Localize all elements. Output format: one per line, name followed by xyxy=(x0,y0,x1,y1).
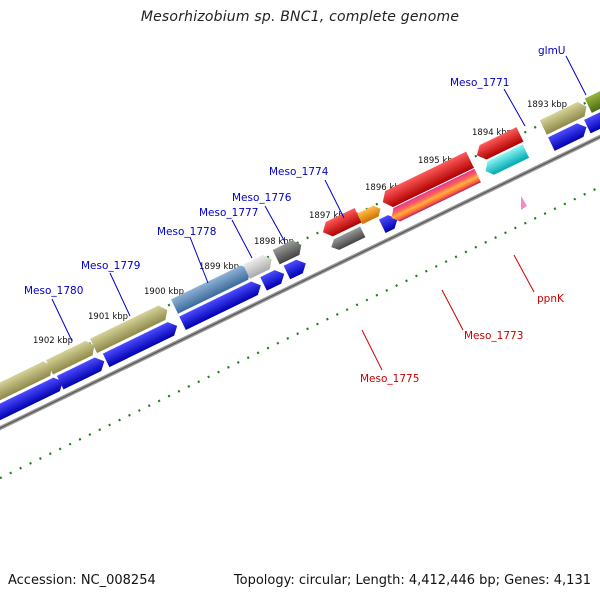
gene-bar[interactable] xyxy=(319,208,362,239)
cds-arrow[interactable] xyxy=(179,278,264,330)
accession-label: Accession: NC_008254 xyxy=(8,573,156,588)
gene-label-meso-1775[interactable]: Meso_1775 xyxy=(360,373,419,385)
cds-arrow[interactable] xyxy=(283,257,309,280)
kbp-tick: 1901 kbp xyxy=(88,312,128,322)
gene-bar[interactable] xyxy=(45,338,98,375)
gene-bar[interactable] xyxy=(482,144,530,177)
ppnk-feature[interactable] xyxy=(521,196,527,210)
cds-arrow[interactable] xyxy=(56,354,108,390)
gene-bar[interactable] xyxy=(242,252,275,279)
gene-bar[interactable] xyxy=(90,303,171,354)
kbp-tick: 1899 kbp xyxy=(199,262,239,272)
cds-arrow[interactable] xyxy=(584,99,600,134)
cds-arrow[interactable] xyxy=(102,319,181,368)
kbp-tick: 1897 kbp xyxy=(309,211,349,221)
gene-label-meso-1774[interactable]: Meso_1774 xyxy=(269,166,329,178)
gene-bar[interactable] xyxy=(379,151,474,211)
gene-label-meso-1777[interactable]: Meso_1777 xyxy=(199,207,258,219)
gene-labels: glmU Meso_1771 Meso_1774 Meso_1776 Meso_… xyxy=(24,45,566,385)
backbone xyxy=(0,134,600,431)
gene-label-ppnk[interactable]: ppnK xyxy=(537,293,565,305)
label-leaders xyxy=(51,55,587,371)
gene-label-meso-1773[interactable]: Meso_1773 xyxy=(464,330,523,342)
kbp-scale: 1893 kbp 1894 kbp 1895 kbp 1896 kbp 1897… xyxy=(33,100,567,346)
gene-bar[interactable] xyxy=(473,127,524,162)
gene-bar[interactable] xyxy=(357,203,383,225)
topology-label: Topology: circular; Length: 4,412,446 bp… xyxy=(233,573,591,588)
gene-label-meso-1776[interactable]: Meso_1776 xyxy=(232,192,292,204)
cds-arrow[interactable] xyxy=(378,212,401,234)
gene-bar[interactable] xyxy=(170,263,254,314)
kbp-tick: 1894 kbp xyxy=(472,128,512,138)
reverse-strand-features xyxy=(319,127,530,252)
gene-bar[interactable] xyxy=(0,359,56,410)
kbp-tick: 1898 kbp xyxy=(254,237,294,247)
forward-strand-features xyxy=(0,74,600,427)
gene-label-meso-1778[interactable]: Meso_1778 xyxy=(157,226,216,238)
map-title: Mesorhizobium sp. BNC1, complete genome xyxy=(140,9,460,25)
kbp-tick: 1893 kbp xyxy=(527,100,567,110)
kbp-tick: 1902 kbp xyxy=(33,336,73,346)
gene-label-glmu[interactable]: glmU xyxy=(538,45,566,57)
gene-bar[interactable] xyxy=(329,226,366,252)
kbp-tick: 1895 kbp xyxy=(418,156,458,166)
gene-label-meso-1771[interactable]: Meso_1771 xyxy=(450,77,509,89)
kbp-tick: 1900 kbp xyxy=(144,287,184,297)
cds-arrow[interactable] xyxy=(0,375,66,427)
gene-bar[interactable] xyxy=(388,168,481,224)
gene-bar[interactable] xyxy=(272,238,305,265)
cds-arrow[interactable] xyxy=(260,267,287,291)
gene-label-meso-1779[interactable]: Meso_1779 xyxy=(81,260,140,272)
cds-arrow[interactable] xyxy=(548,120,590,151)
kbp-tick: 1896 kbp xyxy=(365,183,405,193)
gene-label-meso-1780[interactable]: Meso_1780 xyxy=(24,285,83,297)
gene-bar[interactable] xyxy=(584,74,600,113)
gene-bar[interactable] xyxy=(539,99,590,135)
